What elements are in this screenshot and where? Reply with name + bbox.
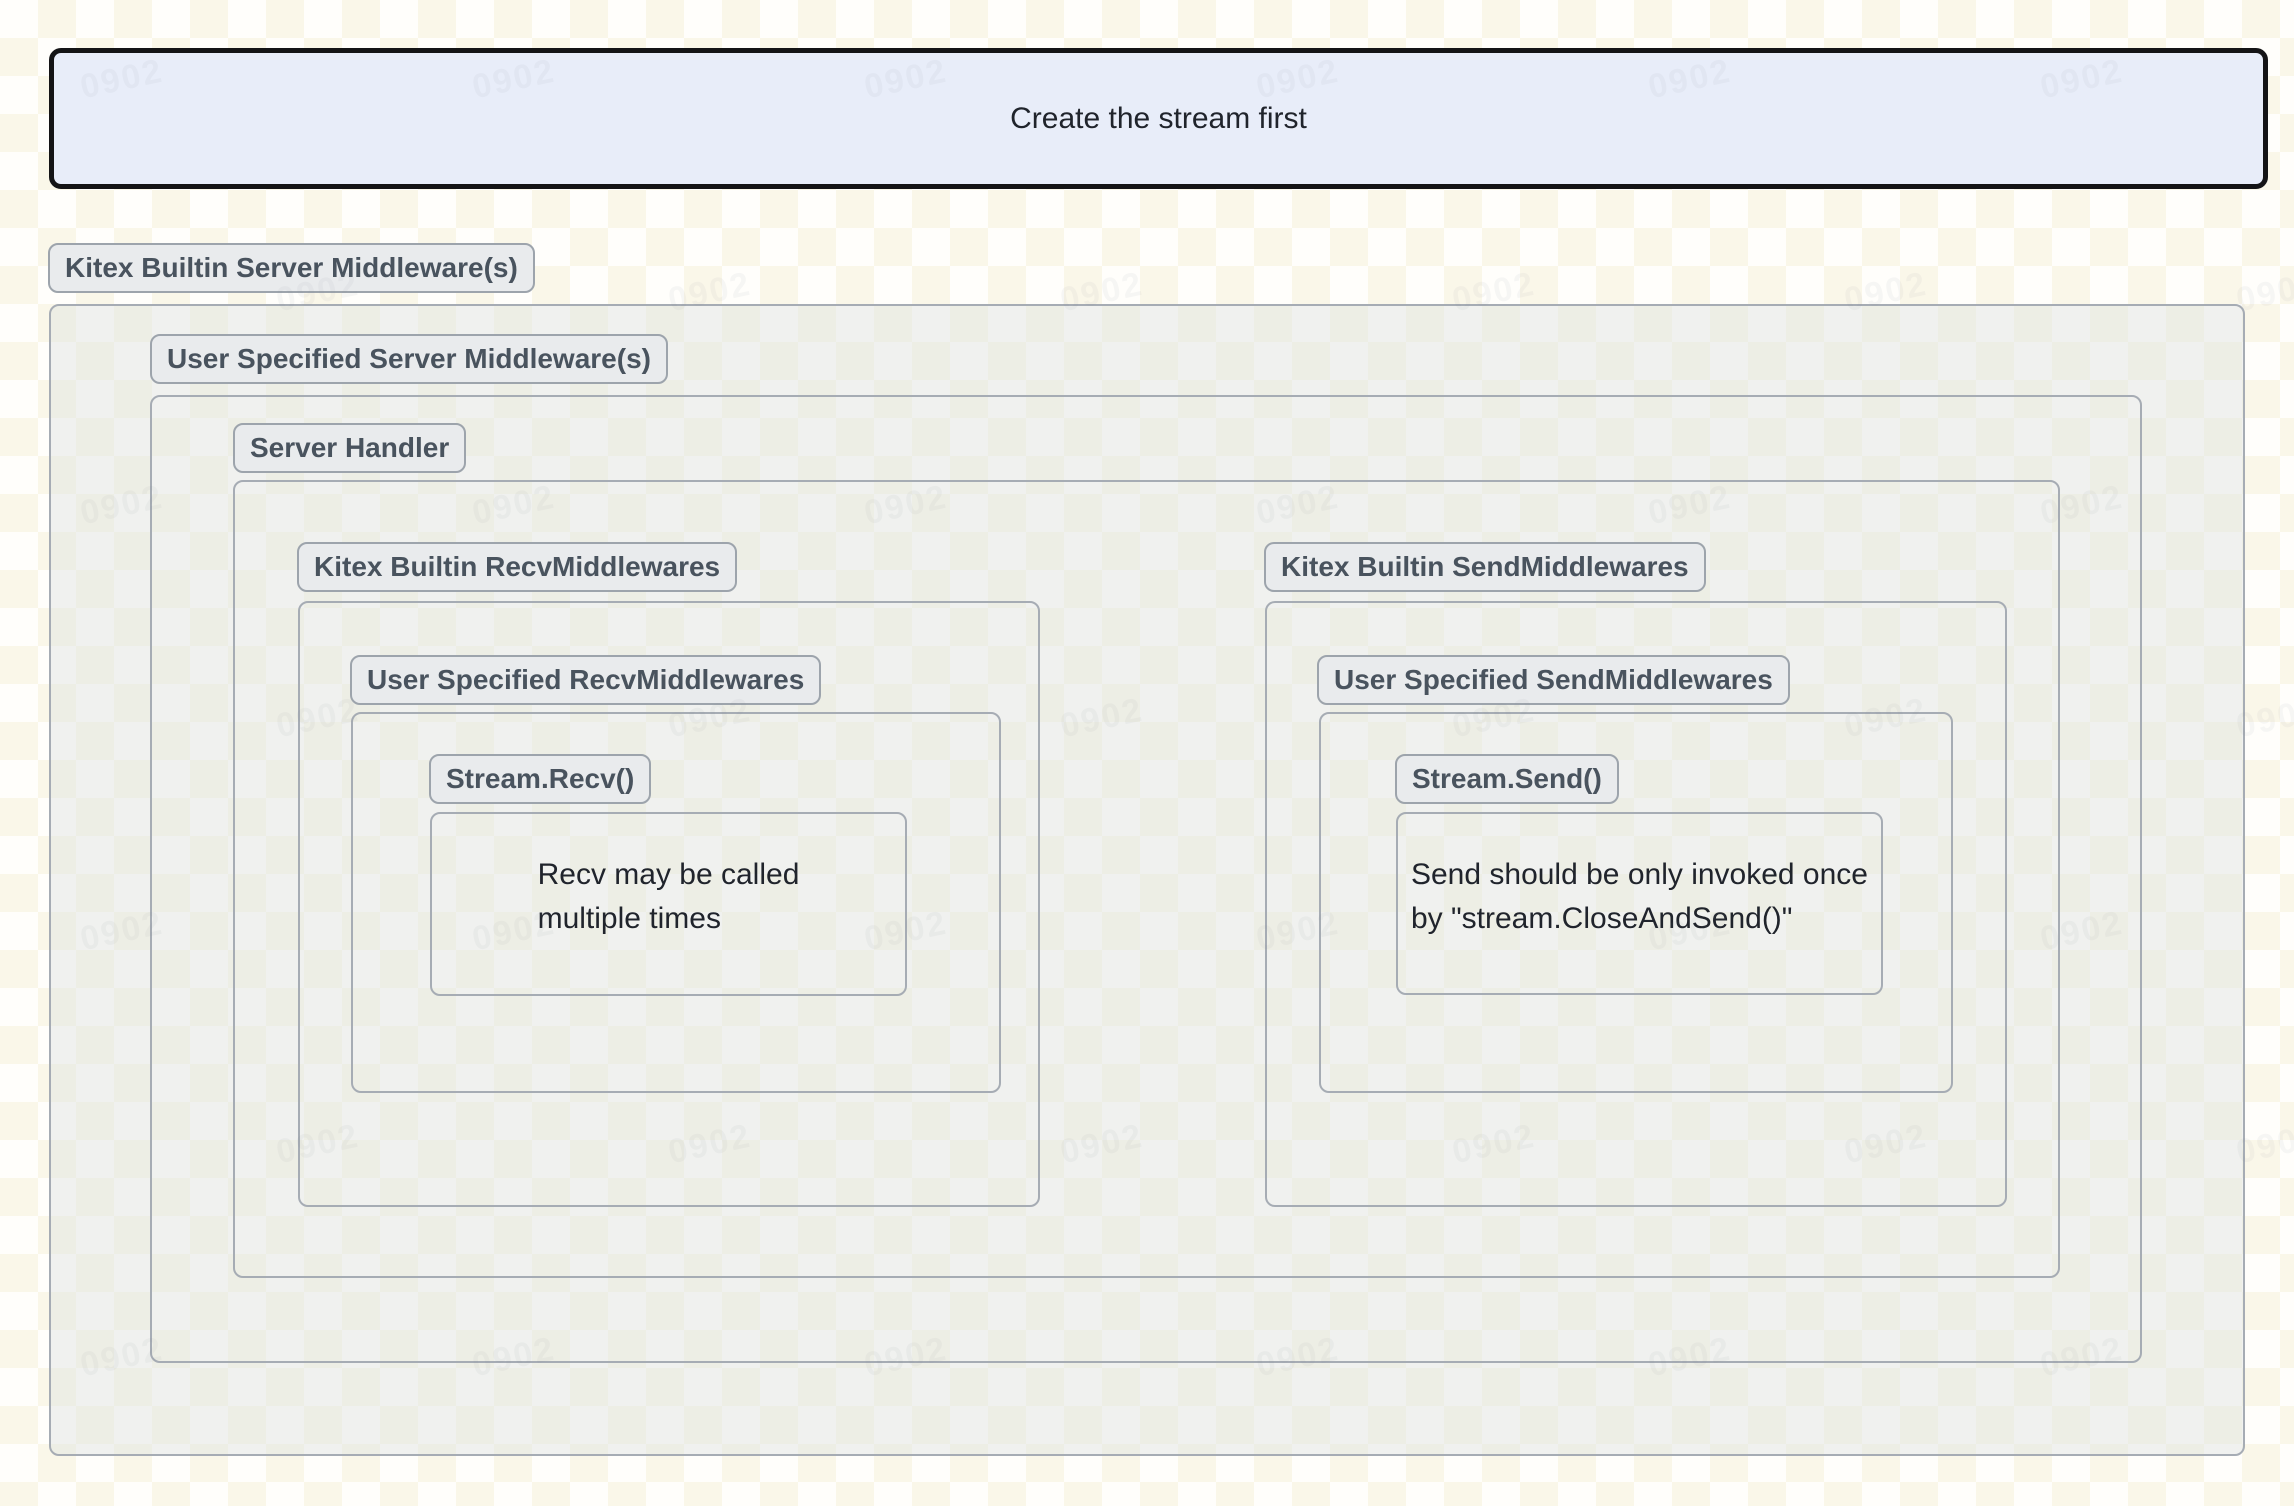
label-kitex-builtin-send-middlewares: Kitex Builtin SendMiddlewares <box>1264 542 1706 592</box>
create-stream-note-text: Create the stream first <box>1010 101 1307 135</box>
box-server-handler <box>233 480 2060 1278</box>
box-kitex-builtin-server-middlewares <box>49 304 2245 1456</box>
note-send-text: Send should be only invoked once by "str… <box>1410 857 1868 935</box>
label-stream-send: Stream.Send() <box>1395 754 1619 804</box>
box-user-specified-send-middlewares <box>1319 712 1953 1093</box>
label-stream-recv: Stream.Recv() <box>429 754 652 804</box>
label-user-specified-server-middlewares: User Specified Server Middleware(s) <box>150 334 668 384</box>
create-stream-note: Create the stream first <box>49 48 2268 189</box>
note-send: Send should be only invoked once by "str… <box>1396 812 1883 995</box>
label-user-specified-send-middlewares: User Specified SendMiddlewares <box>1317 655 1790 705</box>
note-recv: Recv may be called multiple times <box>430 812 907 996</box>
box-kitex-builtin-recv-middlewares <box>298 601 1040 1207</box>
box-user-specified-recv-middlewares <box>351 712 1001 1093</box>
note-recv-text: Recv may be called multiple times <box>537 858 800 935</box>
label-user-specified-recv-middlewares: User Specified RecvMiddlewares <box>350 655 822 705</box>
label-server-handler: Server Handler <box>233 423 467 473</box>
label-kitex-builtin-server-middlewares: Kitex Builtin Server Middleware(s) <box>48 243 535 293</box>
box-user-specified-server-middlewares <box>150 395 2142 1363</box>
box-kitex-builtin-send-middlewares <box>1265 601 2007 1207</box>
label-kitex-builtin-recv-middlewares: Kitex Builtin RecvMiddlewares <box>297 542 738 592</box>
